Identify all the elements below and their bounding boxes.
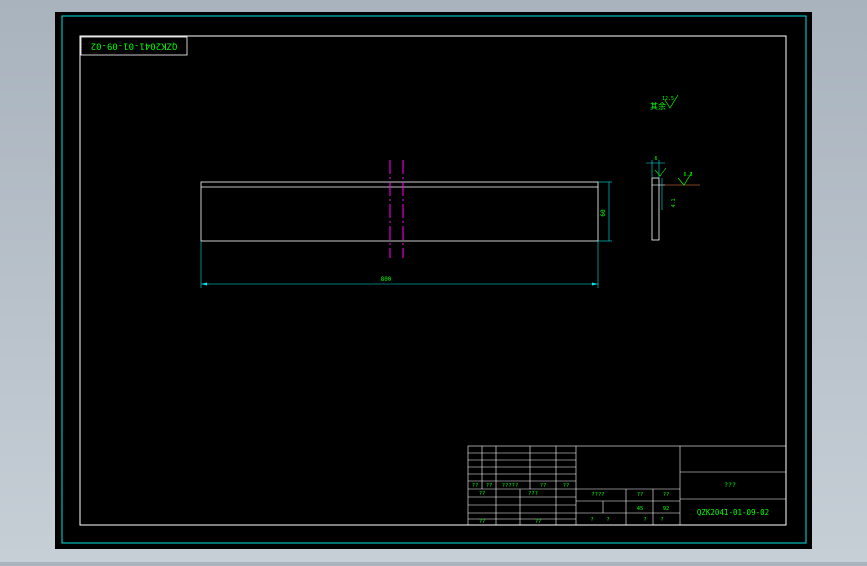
roughness-symbol-side [677,171,693,186]
mirrored-code-box: QZK2041-01-09-02 [80,36,188,56]
mirrored-code-text: QZK2041-01-09-02 [91,41,178,51]
tb-material: 45 [637,506,644,512]
tb-weight-label: ?? [637,492,644,498]
tb-stage-label: ???? [591,492,604,498]
tb-drawing-code: QZK2041-01-09-02 [697,508,769,517]
tb-scale-label: ?? [663,492,670,498]
tb-row-label-2: ?? [486,483,493,489]
tb-checker-label: ?? [479,519,486,525]
height-dim-text: 60 [600,209,607,217]
tb-q4: ? [660,517,663,523]
tb-q3: ? [643,517,646,523]
roughness-side-text: 6.3 [683,172,692,178]
tb-weight: 92 [663,506,670,512]
tb-row-label-3: ????? [502,483,519,489]
title-block-text: ?? ?? ????? ?? ?? ?? ??? ???? ?? ?? 45 9… [472,481,769,525]
tb-row-label-4: ?? [540,483,547,489]
side-view: 6 4.1 6.3 [646,156,700,241]
inner-border [79,35,787,526]
tb-q-right: ? [606,517,609,523]
side-outline [651,177,660,241]
tb-part-name: ??? [724,481,736,489]
tb-designer-label: ?? [479,491,486,497]
roughness-symbol-top [664,94,679,109]
tb-row-label-1: ?? [472,483,479,489]
length-dim-text: 800 [381,276,392,283]
plate-outline [200,181,599,242]
sheet-background [55,12,812,549]
outer-border [61,15,807,544]
thickness-dim-text: 6 [654,156,657,162]
title-block [467,445,787,526]
tb-row-label-5: ?? [563,483,570,489]
tb-date-label: ??? [528,491,538,497]
roughness-note: 其余 12.5 [650,94,679,111]
roughness-note-text: 其余 [650,101,666,111]
tb-q-left: ? [590,517,593,523]
roughness-top-text: 12.5 [662,96,674,102]
slot-dim-text: 4.1 [671,198,677,207]
front-view: 60 800 [200,160,612,288]
tb-approve-label: ?? [535,519,542,525]
